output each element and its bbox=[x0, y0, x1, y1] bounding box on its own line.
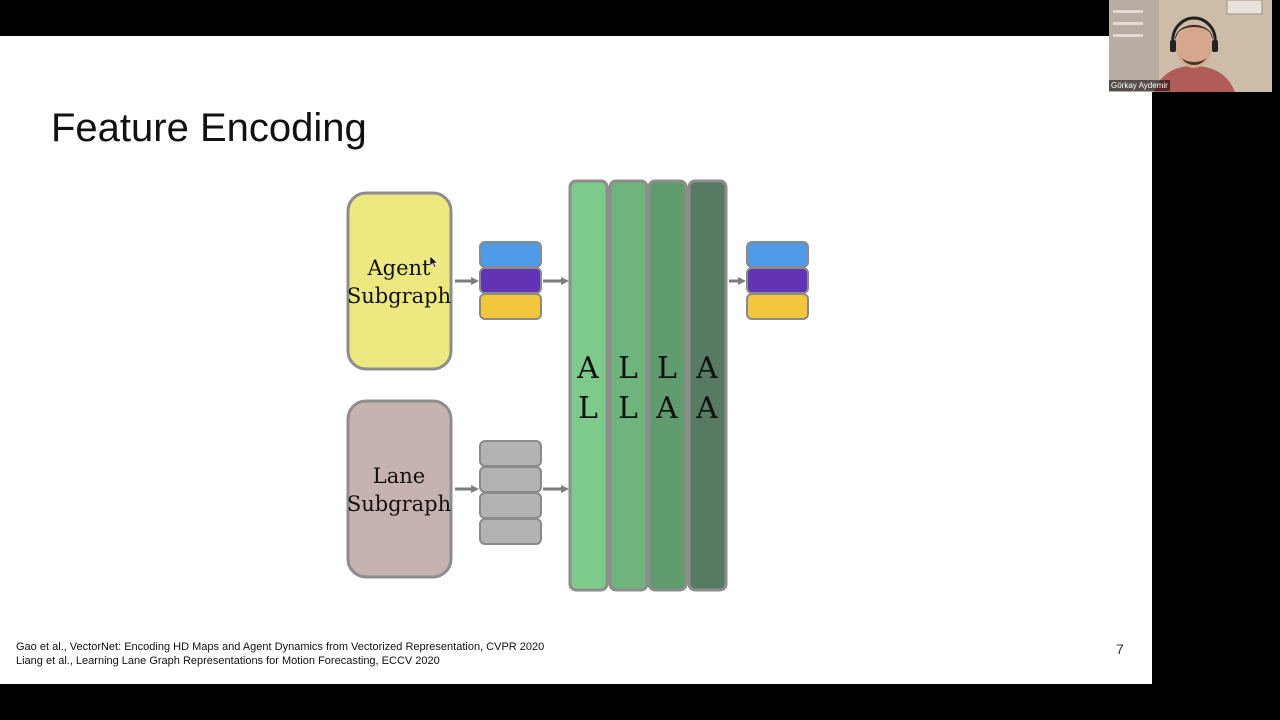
layer-1-top-letter: A bbox=[576, 351, 599, 386]
output-feature-stack bbox=[746, 241, 809, 320]
layer-4-top-letter: A bbox=[695, 351, 718, 386]
lane-feature-block bbox=[479, 492, 542, 519]
feature-block-blue bbox=[479, 241, 542, 268]
lane-feature-block bbox=[479, 440, 542, 467]
fusion-layer-L-A: L A bbox=[647, 179, 688, 592]
fusion-layer-A-A: A A bbox=[687, 179, 728, 592]
layer-1-bottom-letter: L bbox=[578, 391, 598, 426]
layer-3-bottom-letter: A bbox=[655, 391, 678, 426]
lane-subgraph-label-line2: Subgraph bbox=[347, 492, 451, 516]
slide-number: 7 bbox=[1116, 641, 1124, 657]
layer-2-bottom-letter: L bbox=[618, 391, 638, 426]
agent-feature-stack bbox=[479, 241, 542, 320]
mouse-pointer-icon bbox=[430, 256, 438, 268]
layer-4-bottom-letter: A bbox=[695, 391, 718, 426]
lane-feature-stack bbox=[479, 440, 542, 545]
architecture-diagram: Agent Subgraph Lane Subgraph bbox=[346, 179, 809, 592]
fusion-layer-A-L: A L bbox=[568, 179, 609, 592]
reference-line: Gao et al., VectorNet: Encoding HD Maps … bbox=[16, 641, 545, 653]
agent-subgraph-box: Agent Subgraph bbox=[346, 191, 453, 371]
lane-subgraph-box: Lane Subgraph bbox=[346, 399, 453, 579]
output-block-purple bbox=[746, 267, 809, 294]
slide-title: Feature Encoding bbox=[51, 106, 367, 150]
layer-3-top-letter: L bbox=[657, 351, 677, 386]
layer-2-top-letter: L bbox=[618, 351, 638, 386]
lane-feature-block bbox=[479, 518, 542, 545]
participant-video-feed bbox=[1109, 0, 1272, 92]
participant-name: Görkay Aydemir bbox=[1109, 80, 1170, 91]
output-block-yellow bbox=[746, 293, 809, 320]
agent-subgraph-label-line2: Subgraph bbox=[347, 284, 451, 308]
agent-subgraph-label-line1: Agent bbox=[367, 256, 432, 280]
reference-line: Liang et al., Learning Lane Graph Repres… bbox=[16, 654, 440, 667]
feature-block-purple bbox=[479, 267, 542, 294]
fusion-layer-L-L: L L bbox=[608, 179, 649, 592]
participant-video-tile[interactable]: Görkay Aydemir bbox=[1109, 0, 1272, 92]
references: Gao et al., VectorNet: Encoding HD Maps … bbox=[16, 641, 544, 668]
lane-feature-block bbox=[479, 466, 542, 493]
lane-subgraph-label-line1: Lane bbox=[373, 464, 425, 488]
output-block-blue bbox=[746, 241, 809, 268]
feature-block-yellow bbox=[479, 293, 542, 320]
presentation-slide: Feature Encoding Agent Subgraph Lane Sub… bbox=[0, 36, 1152, 684]
